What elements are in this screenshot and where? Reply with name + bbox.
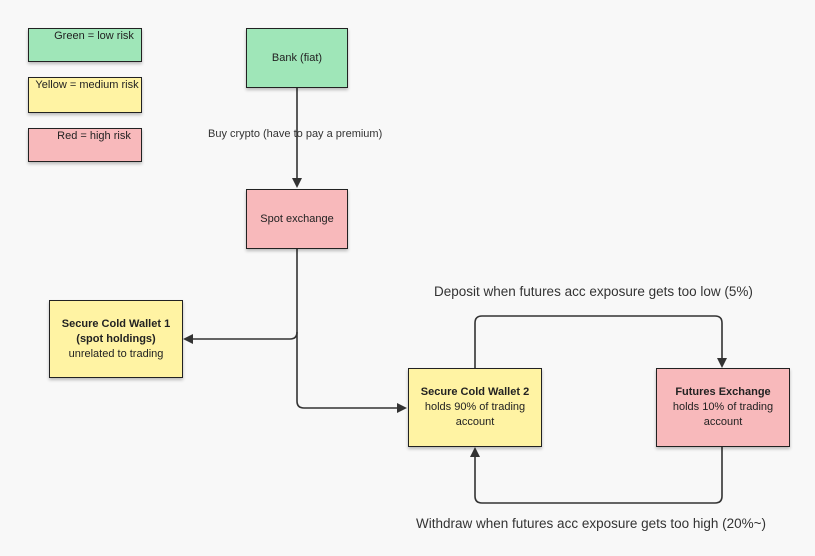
node-futures-exchange: Futures Exchange holds 10% of trading ac… xyxy=(656,368,790,447)
node-cold-wallet-2-line1: holds 90% of trading xyxy=(424,401,526,413)
legend-low-risk: Green = low risk xyxy=(28,28,142,62)
node-cold-wallet-1: Secure Cold Wallet 1 (spot holdings) unr… xyxy=(49,300,183,378)
node-bank-label: Bank (fiat) xyxy=(271,51,323,64)
edge-deposit xyxy=(474,315,727,368)
legend-medium-risk-label: Yellow = medium risk xyxy=(35,79,139,91)
node-spot-exchange: Spot exchange xyxy=(246,189,348,249)
legend-high-risk: Red = high risk xyxy=(28,128,142,162)
node-futures-exchange-line2: account xyxy=(703,416,743,428)
node-futures-exchange-line1: holds 10% of trading xyxy=(672,401,774,413)
node-spot-exchange-label: Spot exchange xyxy=(260,212,334,225)
edge-spot-to-wallet1 xyxy=(183,249,298,344)
node-cold-wallet-1-title-line2: (spot holdings) xyxy=(76,332,156,345)
legend-medium-risk: Yellow = medium risk xyxy=(28,77,142,113)
edge-spot-to-wallet2 xyxy=(296,332,407,413)
legend-low-risk-label: Green = low risk xyxy=(54,30,134,42)
node-cold-wallet-2-title: Secure Cold Wallet 2 xyxy=(420,386,530,398)
edge-label-withdraw: Withdraw when futures acc exposure gets … xyxy=(416,516,767,531)
node-futures-exchange-title: Futures Exchange xyxy=(675,386,771,398)
edge-withdraw xyxy=(470,447,723,504)
node-cold-wallet-2: Secure Cold Wallet 2 holds 90% of tradin… xyxy=(408,368,542,447)
legend-high-risk-label: Red = high risk xyxy=(57,130,131,142)
node-cold-wallet-1-subtitle: unrelated to trading xyxy=(68,347,164,360)
node-cold-wallet-2-line2: account xyxy=(455,416,495,428)
node-cold-wallet-1-title-line1: Secure Cold Wallet 1 xyxy=(61,317,171,330)
edge-label-buy-crypto: Buy crypto (have to pay a premium) xyxy=(208,128,383,140)
node-bank: Bank (fiat) xyxy=(246,28,348,88)
edge-label-deposit: Deposit when futures acc exposure gets t… xyxy=(434,284,753,299)
